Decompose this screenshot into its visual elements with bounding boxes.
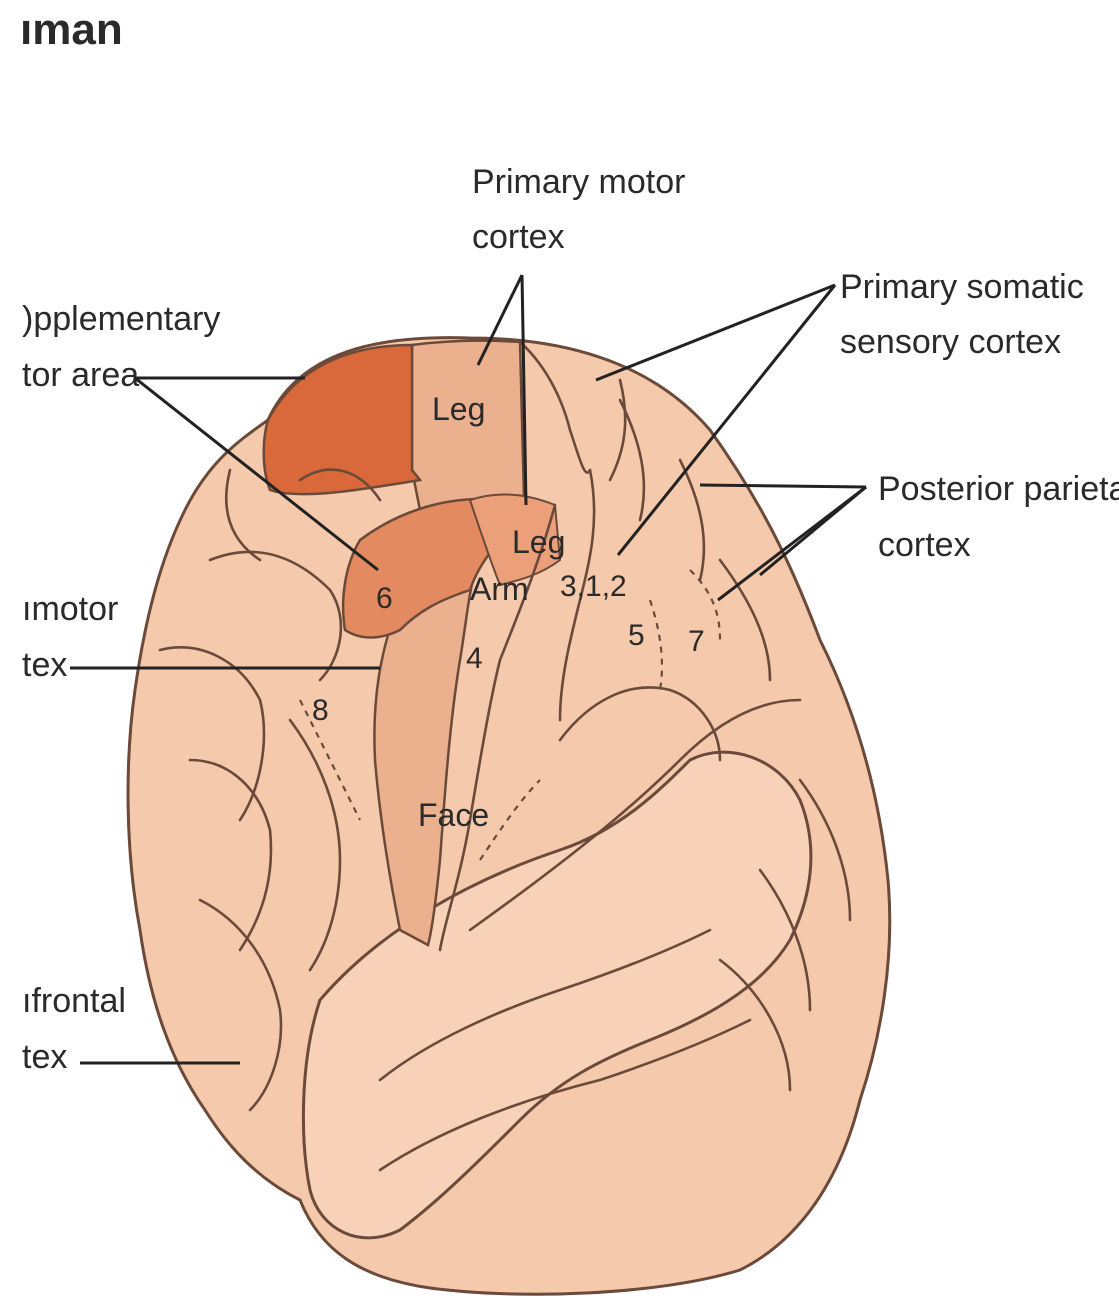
leader-somatic-a bbox=[596, 285, 835, 380]
leader-posterior-a bbox=[700, 485, 866, 487]
area-6-label: 6 bbox=[376, 582, 393, 615]
posterior-label-line1: Posterior parietal bbox=[878, 470, 1119, 508]
area-4-label: 4 bbox=[466, 642, 483, 675]
somatic-label-line2: sensory cortex bbox=[840, 323, 1061, 361]
leg-side-label: Leg bbox=[512, 524, 565, 560]
figure-title: ıman bbox=[20, 5, 123, 54]
arm-label: Arm bbox=[470, 571, 529, 607]
prefrontal-label-line1: ıfrontal bbox=[22, 982, 126, 1020]
supplementary-label-line2: tor area bbox=[22, 356, 139, 394]
primary-motor-label-line1: Primary motor bbox=[472, 163, 685, 201]
prefrontal-label-line2: tex bbox=[22, 1038, 67, 1076]
premotor-label-line1: ımotor bbox=[22, 590, 118, 628]
area-312-label: 3,1,2 bbox=[560, 570, 627, 603]
leg-top-label: Leg bbox=[432, 391, 485, 427]
area-5-label: 5 bbox=[628, 619, 645, 652]
posterior-label-line2: cortex bbox=[878, 526, 971, 564]
face-label: Face bbox=[418, 797, 489, 833]
area-7-label: 7 bbox=[688, 625, 705, 658]
primary-motor-label-line2: cortex bbox=[472, 218, 565, 256]
area-8-label: 8 bbox=[312, 694, 329, 727]
supplementary-label-line1: )pplementary bbox=[22, 300, 220, 338]
premotor-label-line2: tex bbox=[22, 646, 67, 684]
somatic-label-line1: Primary somatic bbox=[840, 268, 1084, 306]
